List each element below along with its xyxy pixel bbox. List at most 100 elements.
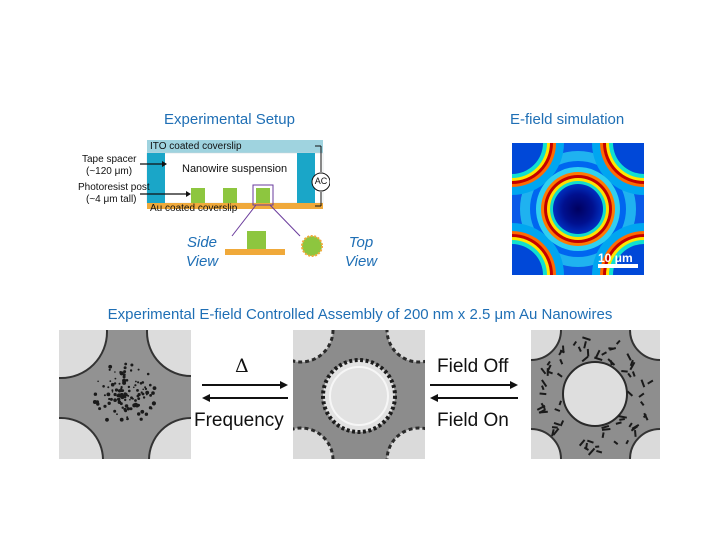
au-label: Au coated coverslip [150, 203, 238, 214]
nanowire [581, 355, 589, 363]
setup-title: Experimental Setup [164, 111, 295, 128]
nanowire [556, 372, 563, 378]
nanowire [625, 439, 630, 445]
nanowire [634, 430, 637, 437]
nanowire [551, 426, 558, 429]
nanowire [572, 340, 578, 347]
nanowire-particle [139, 417, 143, 421]
assembly-title: Experimental E-field Controlled Assembly… [107, 306, 613, 323]
nanowire-particle [116, 413, 118, 416]
nanowire-particle [119, 393, 124, 398]
nanowire-particle [97, 380, 99, 383]
side-view-base [225, 249, 285, 255]
side-view-post [247, 231, 266, 249]
nanowire [582, 336, 591, 341]
nanowire-particle [111, 391, 114, 393]
nanowire [601, 428, 611, 431]
nanowire [643, 412, 649, 421]
nanowire-particle [127, 385, 131, 389]
nanowire [594, 349, 601, 359]
nanowire-particle [123, 395, 127, 399]
nanowire-particle [103, 394, 106, 397]
ito-label: ITO coated coverslip [150, 141, 242, 152]
nanowire-particle [117, 389, 122, 393]
nanowire-particle [107, 401, 111, 405]
field-off-label: Field Off [437, 356, 509, 377]
photoresist-post [223, 188, 237, 203]
nanowire-particle [92, 400, 97, 404]
nanowire-particle [114, 371, 116, 373]
post-label: Photoresist post [78, 182, 150, 193]
nanowire [619, 418, 625, 421]
frequency-label: Frequency [194, 410, 284, 431]
nanowire [640, 400, 645, 407]
nanowire-particle [109, 380, 112, 382]
nanowire-particle [119, 417, 124, 422]
nanowire [628, 422, 633, 428]
tape-sub: (~120 μm) [86, 166, 133, 177]
nanowire-particle [123, 407, 127, 411]
nanowire [552, 427, 560, 436]
tape-spacer-left [147, 153, 165, 203]
nanowire-particle [151, 401, 156, 406]
nanowire-particle [107, 386, 110, 389]
nanowire-particle [134, 399, 137, 402]
nanowire [583, 341, 587, 349]
nanowire-particle [145, 393, 148, 396]
nanowire-particle [123, 392, 128, 397]
nanowire [541, 379, 548, 388]
nanowire [536, 404, 546, 411]
nanowire [601, 351, 607, 356]
nanowire [629, 361, 636, 371]
nanowire-particle [124, 398, 127, 402]
nanowire-particle [142, 388, 144, 391]
nanowire-particle [125, 379, 129, 382]
nanowire-particle [126, 417, 129, 421]
nanowire [593, 356, 603, 362]
tape-label: Tape spacer [82, 154, 137, 165]
nanowire [578, 439, 586, 447]
micrograph-dispersed [59, 330, 191, 459]
photoresist-post [191, 188, 205, 203]
nanowire [631, 371, 636, 377]
photoresist-post [256, 188, 270, 203]
nanowire [615, 339, 621, 345]
simulation-title: E-field simulation [510, 111, 625, 128]
nanowire-particle [134, 384, 137, 387]
nanowire [601, 424, 610, 430]
nanowire-particle [137, 381, 140, 384]
post-sub: (~4 μm tall) [86, 194, 137, 205]
nanowire-particle [151, 391, 155, 395]
nanowire-particle [108, 397, 111, 401]
delta-label: Δ [235, 355, 249, 377]
nanowire [546, 360, 551, 366]
nanowire-particle [108, 364, 113, 369]
top-view-post [301, 235, 323, 257]
nanowire-particle [144, 387, 148, 391]
nanowire-particle [137, 368, 140, 371]
nanowire [541, 385, 545, 391]
suspension-label: Nanowire suspension [182, 163, 288, 175]
nanowire-particle [103, 404, 107, 408]
nanowire [583, 446, 590, 451]
ac-label: AC [314, 176, 328, 186]
nanowire [539, 392, 547, 396]
nanowire [601, 432, 605, 438]
nanowire-particle [118, 382, 121, 385]
nanowire-particle [113, 398, 117, 402]
setup-schematic [130, 138, 331, 268]
micrograph-ring-assembly [293, 330, 425, 459]
nanowire-particle [137, 403, 140, 407]
nanowire [562, 345, 565, 353]
nanowire-particle [122, 373, 126, 377]
nanowire [586, 439, 594, 444]
nanowire-particle [152, 386, 157, 390]
nanowire [609, 360, 613, 366]
nanowire [540, 367, 547, 375]
nanowire-particle [124, 404, 129, 408]
corner-well [512, 143, 564, 195]
nanowire-particle [96, 402, 100, 406]
nanowire-particle [109, 397, 113, 401]
nanowire-particle [113, 382, 117, 385]
au-coverslip [147, 203, 323, 209]
